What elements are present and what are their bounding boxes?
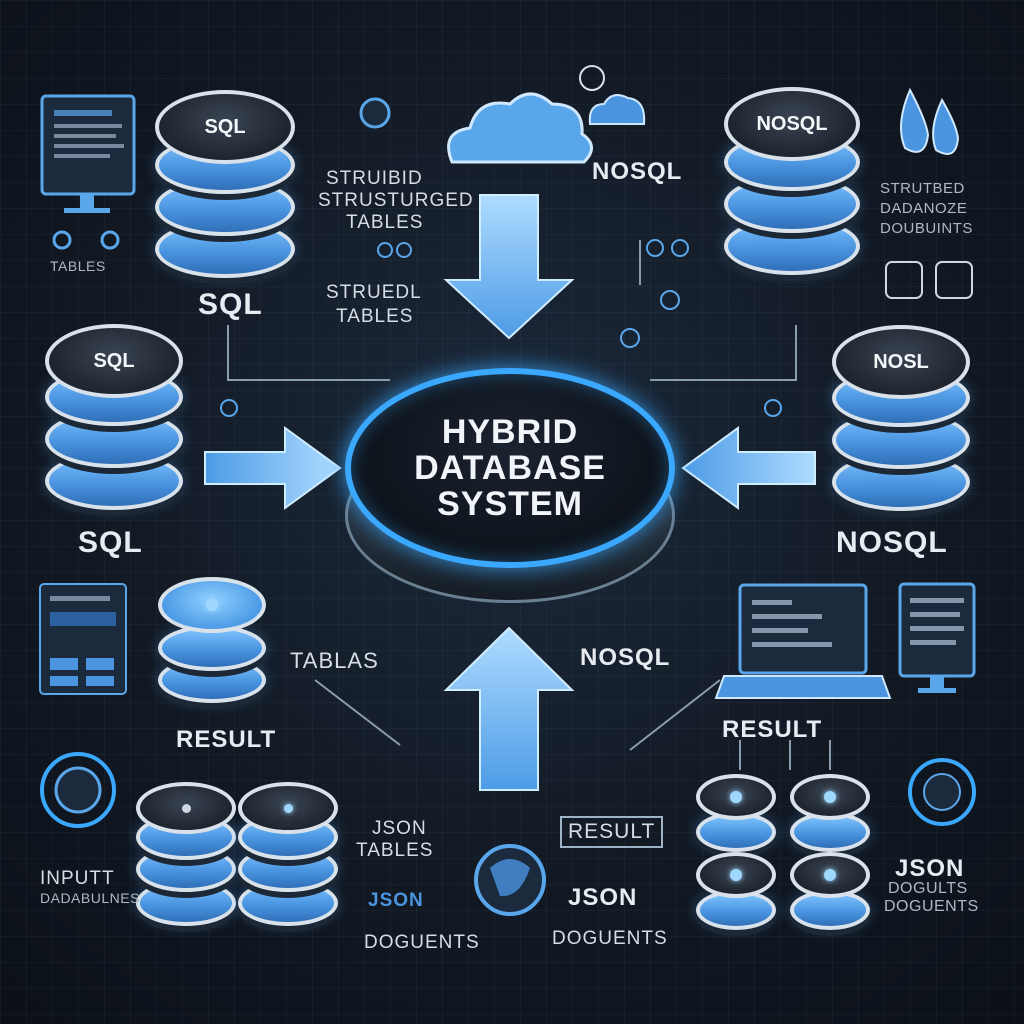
label-struct1-b: STRUSTURGED [318,190,474,211]
label-jsn-a: JSON [368,890,424,911]
label-right-top-b: DADANOZE [880,200,968,217]
label-json-right-a: JSON [895,855,965,882]
result-database-r1 [696,772,776,862]
input-database-2 [238,780,338,930]
label-struct2-a: STRUEDL [326,282,422,303]
label-jsn-b: DOGUENTS [364,932,480,953]
sun-icon [579,65,605,91]
drop-icon-1 [900,87,930,153]
label-struct1-a: STRUIBID [326,168,423,189]
label-result-center: RESULT [560,816,664,848]
label-struct1-c: TABLES [346,212,424,233]
label-result-left: RESULT [176,726,277,753]
nosql-database-top: NOSQL [724,85,860,277]
tool-icon-1 [885,261,923,299]
label-json-right-c: DOGUENTS [884,898,979,915]
label-input-b: DADABULNES [40,890,140,906]
result-database-r4 [790,850,870,940]
arrow-right-left [204,426,342,510]
hub-title-line1: HYBRID [441,413,579,451]
node-icon-2 [100,230,120,250]
label-nosql-cloud: NOSQL [592,158,683,185]
sql-database-top: SQL [155,88,295,280]
hub-title-line2: DATABASE [414,449,606,487]
label-struct2-b: TABLES [336,306,414,327]
hub-title-line3: SYSTEM [437,485,583,523]
label-json-docs-a: JSON [568,884,638,911]
result-database-r3 [696,850,776,940]
drop-icon-2 [932,97,960,155]
hybrid-database-hub: HYBRID DATABASE SYSTEM [345,368,675,608]
label-sql-left: SQL [78,526,143,559]
hub-top: HYBRID DATABASE SYSTEM [345,368,675,568]
label-json-tables-b: TABLES [356,840,434,861]
target-icon-left [40,752,116,828]
label-json-docs-b: DOGUENTS [552,928,668,949]
label-nosql-right: NOSQL [836,526,948,559]
label-tables-monitor: TABLES [50,258,106,274]
label-sql-top: SQL [198,288,263,321]
node-icon-1 [52,230,72,250]
result-database-r2 [790,772,870,862]
nosql-database-right-label: NOSL [832,325,970,399]
sql-database-top-label: SQL [155,90,295,164]
cloud-icon [447,92,593,164]
sql-database-left: SQL [45,322,183,512]
result-database-left [158,575,266,705]
tool-icon-2 [935,261,973,299]
label-right-top-c: DOUBUINTS [880,220,973,237]
label-right-top-a: STRUTBED [880,180,965,197]
label-json-tables-a: JSON [372,818,427,839]
compass-icon-right [908,758,976,826]
label-nosql-mid: NOSQL [580,644,671,671]
input-database-1 [136,780,236,930]
label-input-a: INPUTT [40,868,115,889]
nosql-database-right: NOSL [832,323,970,513]
arrow-up-bottom [443,626,575,791]
label-result-right: RESULT [722,716,823,743]
nosql-database-top-label: NOSQL [724,87,860,161]
sql-database-left-label: SQL [45,324,183,398]
arrow-down-top [443,194,575,340]
label-tablas: TABLAS [290,648,379,673]
arrow-left-right [681,426,816,510]
label-json-right-b: DOGULTS [888,880,968,897]
small-cloud-icon [588,94,646,125]
